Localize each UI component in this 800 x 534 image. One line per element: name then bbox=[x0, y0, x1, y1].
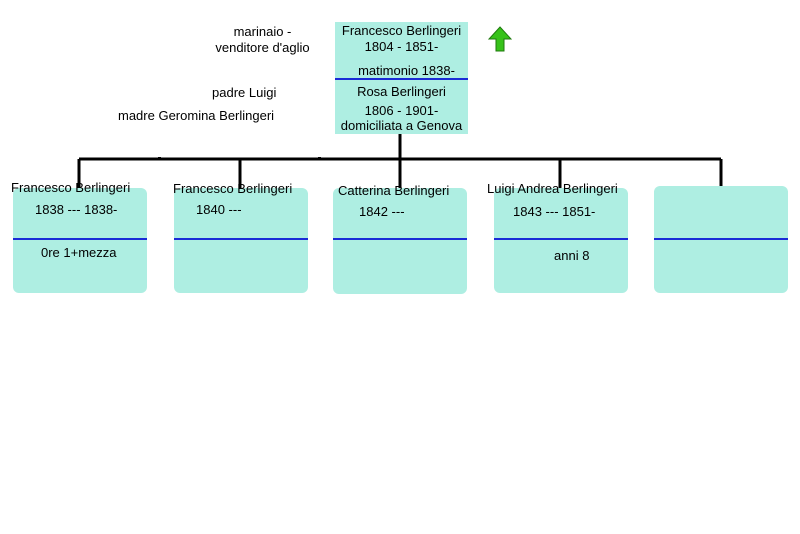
child-name-4: Luigi Andrea Berlingeri bbox=[487, 181, 618, 196]
child-name-2: Francesco Berlingeri bbox=[173, 181, 293, 196]
child-note-4: anni 8 bbox=[554, 248, 590, 263]
child-divider-3 bbox=[333, 238, 467, 240]
bar-tick-2 bbox=[318, 157, 321, 160]
father-occupation-1: marinaio - bbox=[233, 24, 292, 39]
child-box-1[interactable] bbox=[13, 188, 147, 293]
child-box-4[interactable] bbox=[494, 188, 628, 293]
child-divider-5 bbox=[654, 238, 788, 240]
father-mother: madre Geromina Berlingeri bbox=[118, 108, 275, 123]
child-box-3[interactable] bbox=[333, 188, 467, 294]
mother-name: Rosa Berlingeri bbox=[357, 84, 446, 99]
child-dates-2: 1840 --- bbox=[196, 202, 242, 217]
child-dates-1: 1838 --- 1838- bbox=[35, 202, 118, 217]
child-dates-4: 1843 --- 1851- bbox=[513, 204, 596, 219]
child-name-1: Francesco Berlingeri bbox=[11, 180, 131, 195]
child-dates-3: 1842 --- bbox=[359, 204, 405, 219]
bar-tick-1 bbox=[158, 157, 161, 160]
child-divider-4 bbox=[494, 238, 628, 240]
child-box-2[interactable] bbox=[174, 188, 308, 293]
up-arrow-icon[interactable] bbox=[487, 26, 513, 52]
father-father: padre Luigi bbox=[212, 85, 277, 100]
mother-residence: domiciliata a Genova bbox=[340, 118, 463, 133]
child-divider-2 bbox=[174, 238, 308, 240]
parents-divider bbox=[335, 78, 468, 80]
child-divider-1 bbox=[13, 238, 147, 240]
father-name: Francesco Berlingeri bbox=[341, 23, 462, 38]
child-note-1: 0re 1+mezza bbox=[41, 245, 117, 260]
father-occupation-2: venditore d'aglio bbox=[215, 40, 310, 55]
mother-dates: 1806 - 1901- bbox=[364, 103, 439, 118]
child-name-3: Catterina Berlingeri bbox=[338, 183, 450, 198]
father-dates: 1804 - 1851- bbox=[364, 39, 439, 54]
marriage-date: matimonio 1838- bbox=[358, 63, 455, 78]
